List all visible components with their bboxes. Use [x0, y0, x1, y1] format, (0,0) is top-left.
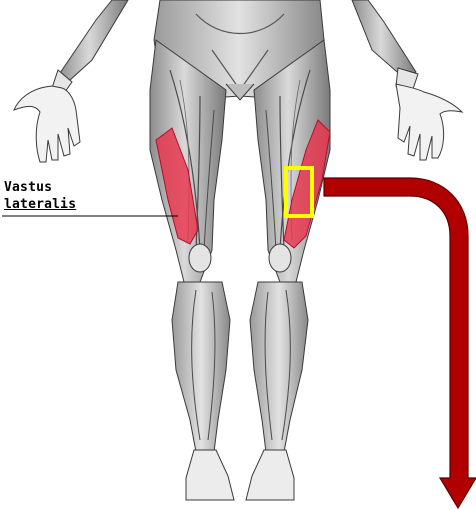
left-lower-leg	[172, 282, 230, 452]
right-arm	[352, 0, 418, 92]
curved-down-arrow-icon	[324, 178, 476, 508]
right-hand	[396, 84, 462, 160]
knees	[189, 244, 291, 272]
left-arm	[52, 0, 128, 96]
muscle-label-line2: lateralis	[4, 197, 76, 212]
muscle-label-line1: Vastus	[4, 180, 52, 195]
left-hand	[14, 86, 80, 162]
feet	[186, 450, 294, 500]
right-lower-leg	[250, 282, 308, 452]
